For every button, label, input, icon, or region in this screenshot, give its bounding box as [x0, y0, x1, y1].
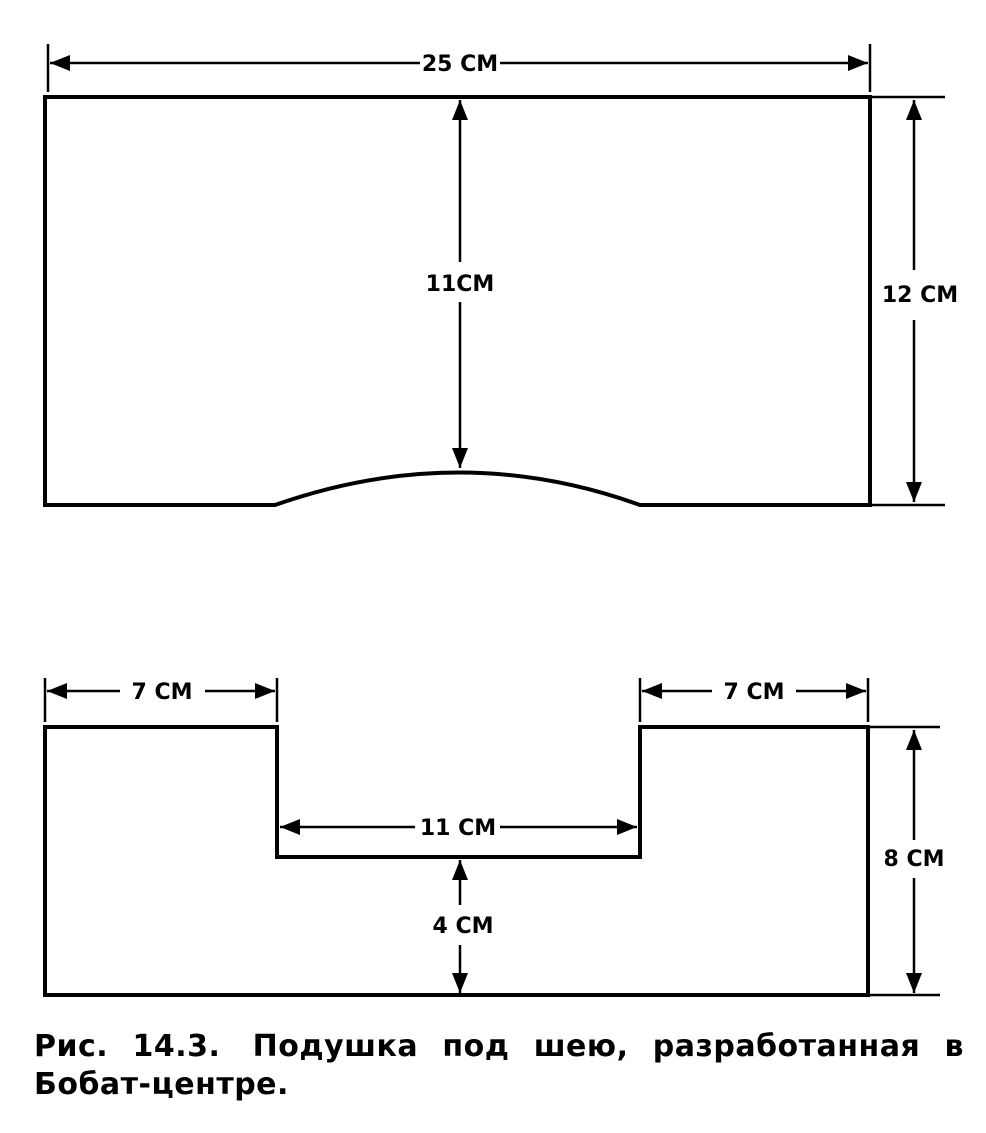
top-height-label: 12 СМ — [882, 283, 958, 308]
pillow-diagram: 25 СМ 12 СМ 11СМ 7 СМ 7 СМ 11 СМ 4 С — [43, 44, 958, 997]
caption-label: Рис. 14.3. — [34, 1029, 221, 1064]
bottom-height-label: 8 СМ — [883, 847, 944, 872]
bottom-view: 7 СМ 7 СМ 11 СМ 4 СМ 8 СМ — [43, 678, 945, 997]
bottom-view-outline — [43, 725, 870, 997]
top-view-outline — [43, 95, 872, 507]
figure-caption: Рис. 14.3. Подушка под шею, разработанна… — [34, 1028, 964, 1104]
caption-text: Подушка под шею, разработанная в Бобат-ц… — [34, 1029, 964, 1102]
top-center-label: 11СМ — [426, 272, 495, 297]
bottom-right-top-label: 7 СМ — [723, 680, 784, 705]
bottom-left-top-label: 7 СМ — [131, 680, 192, 705]
top-width-label: 25 СМ — [422, 52, 498, 77]
bottom-depth-label: 4 СМ — [432, 914, 493, 939]
bottom-notch-width-label: 11 СМ — [420, 816, 496, 841]
top-view: 25 СМ 12 СМ 11СМ — [43, 44, 958, 507]
